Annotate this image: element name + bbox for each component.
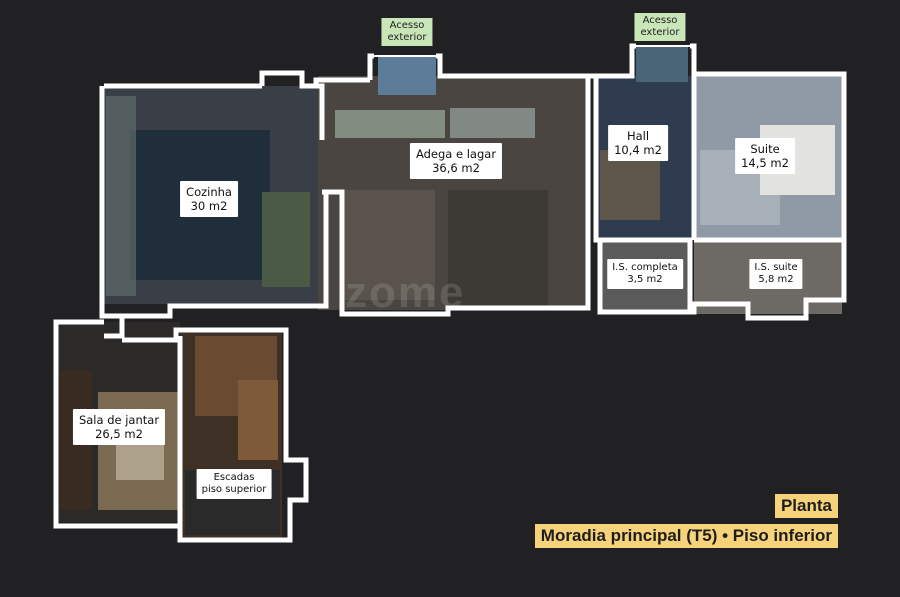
room-name: I.S. suite: [754, 262, 798, 273]
walls: [53, 43, 847, 543]
room-label-hall: Hall 10,4 m2: [608, 125, 668, 161]
room-area: 26,5 m2: [95, 427, 143, 441]
room-area: piso superior: [201, 484, 267, 495]
room-area: 14,5 m2: [741, 156, 789, 170]
room-label-is-suite: I.S. suite 5,8 m2: [749, 259, 803, 289]
room-name: Escadas: [213, 472, 255, 483]
room-area: 30 m2: [190, 199, 228, 213]
room-label-sala-de-jantar: Sala de jantar 26,5 m2: [72, 409, 166, 445]
room-name: Cozinha: [186, 185, 232, 199]
room-label-is-completa: I.S. completa 3,5 m2: [607, 259, 683, 289]
wall-cozinha: [259, 70, 370, 89]
room-area: 36,6 m2: [432, 161, 480, 175]
room-name: Adega e lagar: [415, 147, 497, 161]
room-area: 3,5 m2: [627, 274, 663, 285]
room-name: Sala de jantar: [78, 413, 160, 427]
openings: [374, 45, 690, 57]
plan-title: Planta: [774, 494, 838, 518]
room-area: 5,8 m2: [758, 274, 794, 285]
room-name: Suite: [750, 142, 780, 156]
room-label-suite: Suite 14,5 m2: [735, 138, 795, 174]
watermark-text: zome: [345, 268, 466, 317]
room-label-cozinha: Cozinha 30 m2: [180, 181, 238, 217]
wall-sala: [53, 319, 180, 529]
room-label-adega: Adega e lagar 36,6 m2: [409, 143, 503, 179]
room-label-escadas: Escadas piso superior: [196, 469, 272, 499]
plan-subtitle: Moradia principal (T5) • Piso inferior: [534, 524, 838, 548]
room-floors: [56, 46, 842, 540]
room-name: Hall: [626, 129, 650, 143]
room-area: 10,4 m2: [614, 143, 662, 157]
access-exterior-right-label: Acesso exterior: [634, 13, 686, 41]
wall-hall: [588, 43, 636, 79]
room-name: I.S. completa: [612, 262, 678, 273]
wall-adega: [367, 53, 374, 80]
access-exterior-left-label: Acesso exterior: [381, 18, 433, 46]
